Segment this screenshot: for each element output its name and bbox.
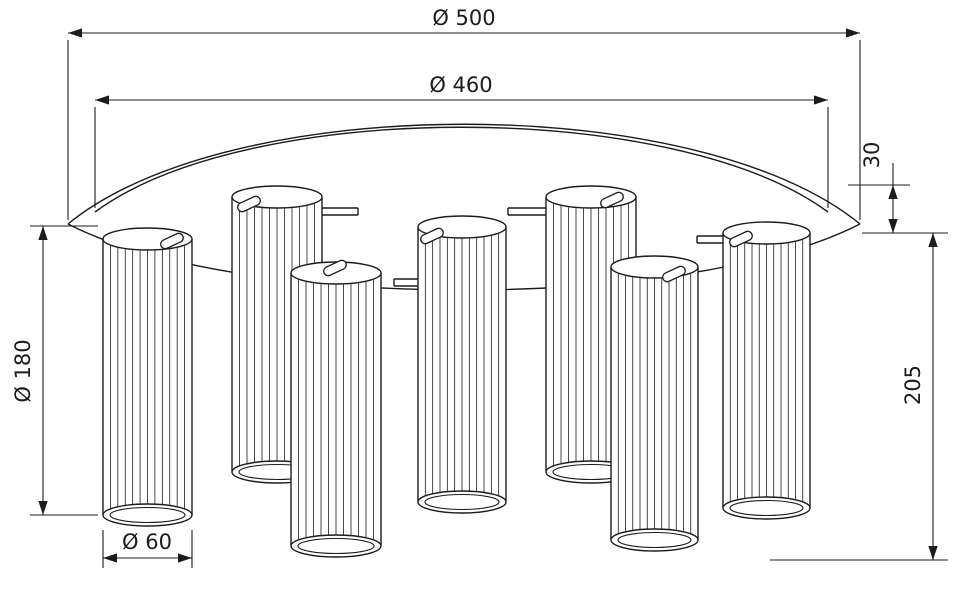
shade-cylinder-3 — [290, 261, 382, 558]
fixing-peg — [729, 230, 753, 248]
shade-cylinder-7 — [722, 221, 811, 520]
shade-cylinder-1 — [102, 227, 193, 527]
dim-label-outer-diameter: Ø 500 — [432, 6, 495, 30]
dimension-body-height: 205 — [770, 233, 948, 561]
mounting-rod — [507, 207, 546, 216]
fixing-peg — [323, 259, 347, 277]
dimension-rim-height: 30 — [848, 142, 948, 234]
fixing-peg — [160, 232, 184, 250]
dim-label-shade-length: Ø 180 — [11, 339, 35, 402]
dim-label-inner-diameter: Ø 460 — [429, 73, 492, 97]
dim-label-shade-diameter: Ø 60 — [122, 530, 172, 554]
dimension-outer-diameter: Ø 500 — [67, 6, 861, 220]
dim-label-body-height: 205 — [901, 365, 925, 405]
dim-label-rim-height: 30 — [860, 142, 884, 169]
mounting-rod — [696, 235, 723, 244]
plate-inner-edge — [94, 126, 829, 213]
fixing-peg — [237, 195, 261, 213]
plate-outer-edge — [67, 123, 861, 225]
fixing-peg — [420, 227, 444, 245]
fixing-peg — [600, 191, 624, 209]
mounting-rod — [393, 278, 418, 287]
dimension-shade-diameter: Ø 60 — [102, 530, 193, 568]
shade-cylinder-6 — [610, 255, 699, 552]
fixing-peg — [662, 265, 686, 283]
dimension-shade-length: Ø 180 — [11, 225, 98, 516]
dimension-inner-diameter: Ø 460 — [94, 73, 829, 208]
shade-cylinder-4 — [417, 215, 507, 514]
mounting-rod — [322, 207, 359, 216]
